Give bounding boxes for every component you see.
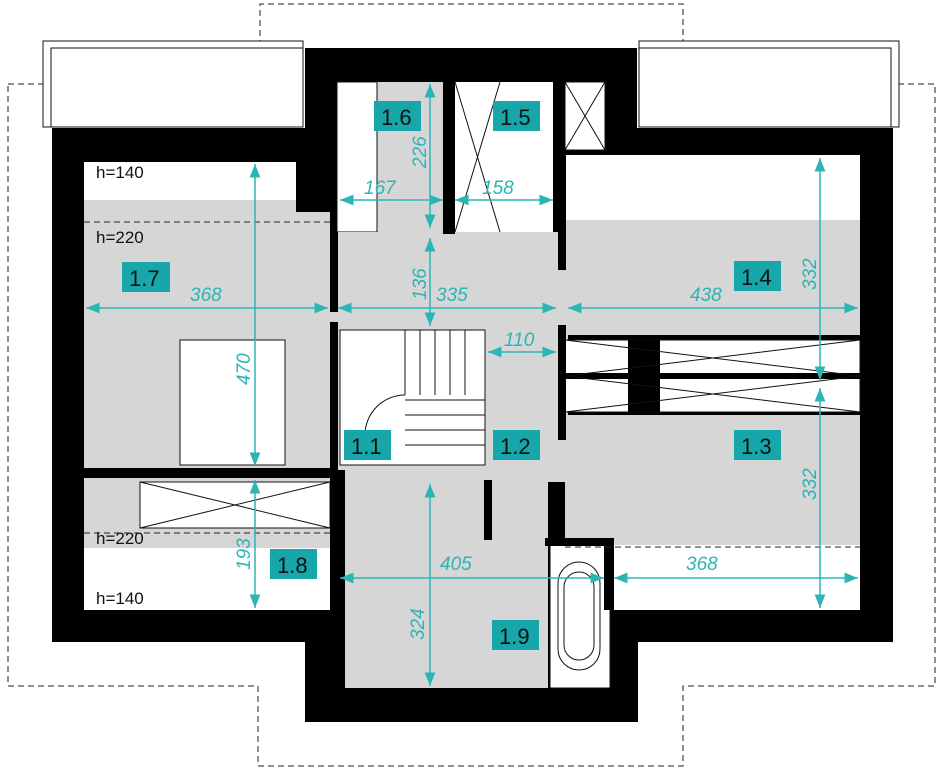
dimension-label: 158 — [482, 178, 514, 199]
room-label-1.5: 1.5 — [493, 101, 540, 131]
room-label-1.1: 1.1 — [344, 430, 391, 460]
dimension-label: 470 — [234, 353, 255, 385]
svg-text:1.6: 1.6 — [381, 105, 412, 130]
room-label-1.2: 1.2 — [493, 430, 540, 460]
height-label: h=140 — [96, 163, 144, 182]
dimension-label: 324 — [408, 608, 429, 640]
room-label-1.9: 1.9 — [492, 620, 539, 650]
dimension-label: 193 — [234, 538, 255, 570]
svg-text:1.9: 1.9 — [499, 624, 530, 649]
dimension-label: 136 — [410, 268, 431, 300]
room-label-1.3: 1.3 — [734, 430, 781, 460]
dimension-label: 167 — [364, 178, 397, 199]
dimension-label: 335 — [436, 285, 468, 306]
svg-text:1.3: 1.3 — [741, 434, 772, 459]
dimension-label: 405 — [440, 554, 472, 575]
dimension-label: 332 — [800, 258, 821, 290]
dimension-label: 226 — [410, 136, 431, 169]
room-label-1.6: 1.6 — [374, 101, 421, 131]
height-label: h=220 — [96, 529, 144, 548]
dimension-label: 368 — [686, 554, 718, 575]
roof-outline — [7, 3, 936, 767]
svg-text:1.8: 1.8 — [277, 553, 308, 578]
svg-text:1.4: 1.4 — [741, 265, 772, 290]
room-label-1.7: 1.7 — [122, 262, 170, 292]
dimension-label: 438 — [690, 285, 722, 306]
dimension-label: 368 — [190, 285, 222, 306]
dimension-lines — [86, 84, 858, 686]
dimension-label: 332 — [800, 468, 821, 500]
dimension-label: 110 — [504, 330, 535, 351]
height-label: h=140 — [96, 589, 144, 608]
svg-text:1.7: 1.7 — [129, 266, 160, 291]
height-label: h=220 — [96, 228, 144, 247]
bed — [179, 339, 286, 466]
svg-text:1.2: 1.2 — [500, 434, 531, 459]
svg-text:1.5: 1.5 — [500, 105, 531, 130]
svg-text:1.1: 1.1 — [351, 434, 382, 459]
room-label-1.4: 1.4 — [734, 261, 781, 291]
rooms-floor — [84, 81, 861, 690]
room-label-1.8: 1.8 — [270, 549, 317, 579]
